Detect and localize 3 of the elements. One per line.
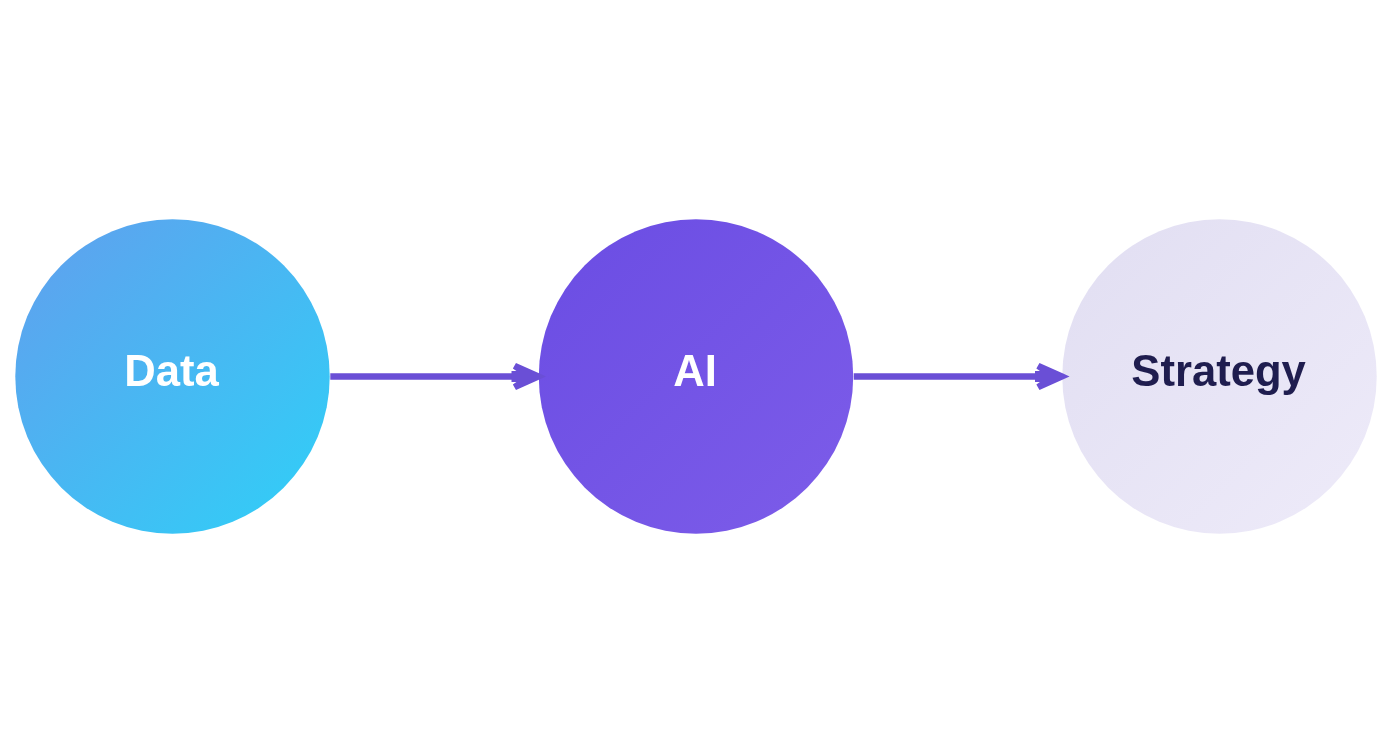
node-circle: Strategy (1062, 218, 1377, 534)
node-circle: Data (15, 218, 330, 534)
node-circle: AI (538, 218, 854, 534)
